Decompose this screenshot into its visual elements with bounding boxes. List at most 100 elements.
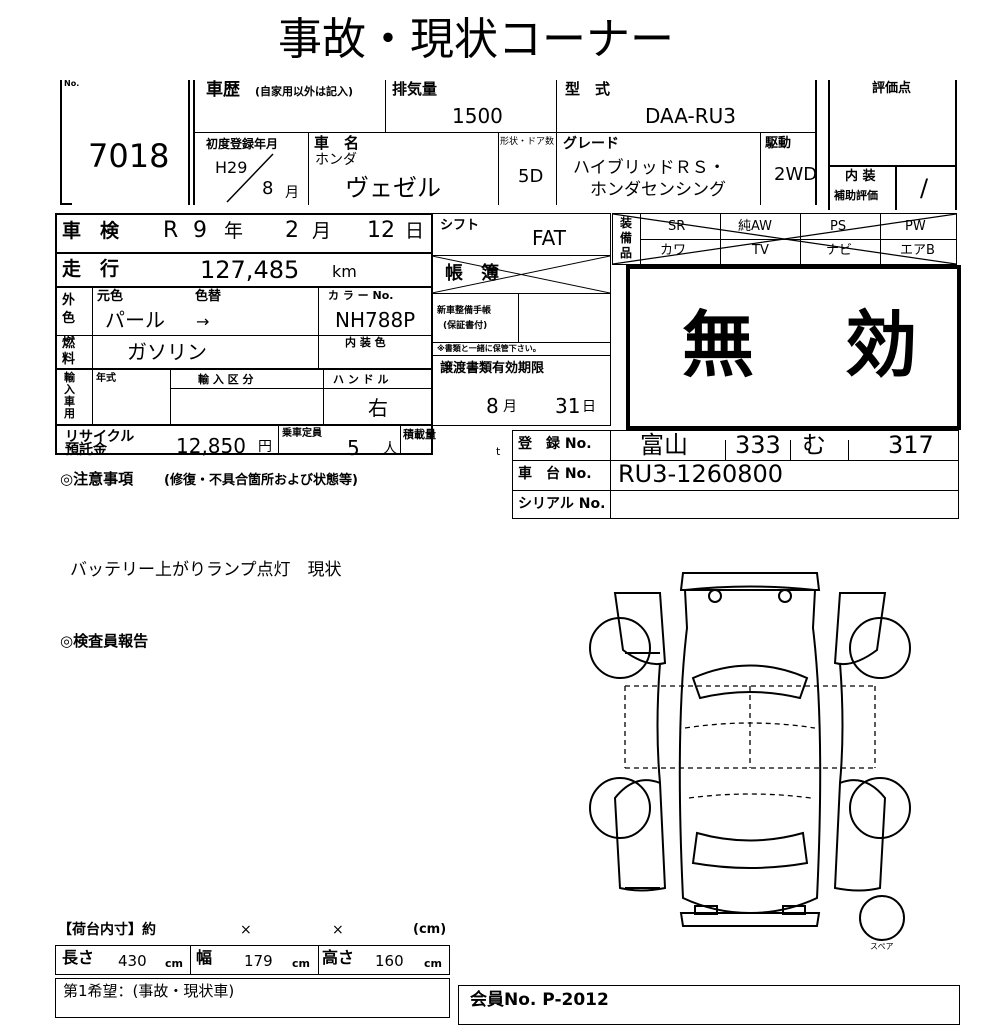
model-value: DAA-RU3 bbox=[645, 104, 737, 128]
displacement-label: 排気量 bbox=[392, 80, 438, 98]
page-title: 事故・現状コーナー bbox=[278, 14, 674, 65]
serial-label: シリアル No. bbox=[518, 496, 606, 512]
drive-label: 駆動 bbox=[765, 136, 792, 151]
equip-airbag: エアB bbox=[900, 243, 935, 258]
ledger-cross bbox=[432, 256, 610, 293]
warranty-sub-label: (保証書付) bbox=[443, 321, 488, 331]
slash-mark bbox=[226, 153, 274, 203]
grade-line2: ホンダセンシング bbox=[590, 180, 726, 200]
notes-heading: ◎注意事項 bbox=[60, 470, 134, 488]
inspection-month: 2 bbox=[285, 218, 299, 243]
capacity-label: 乗車定員 bbox=[282, 428, 322, 439]
inspection-label: 車 検 bbox=[62, 220, 120, 242]
doc-expiry-month-unit: 月 bbox=[503, 399, 517, 415]
chassis-label: 車 台 No. bbox=[518, 466, 592, 482]
inspection-day-unit: 日 bbox=[405, 220, 425, 242]
plate-kana: む bbox=[802, 431, 826, 459]
recycle-unit: 円 bbox=[258, 439, 272, 455]
color-code-label: カ ラ ー No. bbox=[328, 289, 394, 302]
void-stamp: 無 効 bbox=[626, 265, 961, 430]
cargo-x2: × bbox=[332, 922, 344, 938]
doc-expiry-day: 31 bbox=[555, 394, 581, 418]
notes-text: バッテリー上がりランプ点灯 現状 bbox=[70, 560, 342, 580]
doors-value: 5D bbox=[518, 166, 544, 187]
fuel-label: 燃料 bbox=[62, 336, 76, 367]
score-label: 評価点 bbox=[872, 81, 912, 96]
equipment-label: 装備品 bbox=[620, 216, 633, 260]
equip-pw: PW bbox=[905, 219, 926, 234]
first-reg-label: 初度登録年月 bbox=[206, 137, 279, 151]
color-arrow: → bbox=[196, 312, 210, 331]
interior-color-label: 内 装 色 bbox=[345, 336, 386, 349]
recycle-value: 12,850 bbox=[176, 434, 246, 458]
capacity-value: 5 bbox=[347, 436, 360, 460]
plate-class: 333 bbox=[735, 431, 781, 459]
cargo-x1: × bbox=[240, 922, 252, 938]
grade-label: グレード bbox=[563, 136, 619, 152]
wish-text: 第1希望：(事故・現状車) bbox=[63, 982, 235, 1000]
equip-ps: PS bbox=[830, 219, 847, 234]
color-side-label: 外色 bbox=[62, 293, 76, 326]
length-value: 430 bbox=[118, 952, 147, 970]
no-label: No. bbox=[64, 79, 80, 88]
grade-line1: ハイブリッドＲＳ・ bbox=[573, 158, 726, 178]
import-class-label: 輸 入 区 分 bbox=[198, 373, 254, 386]
inspector-heading: ◎検査員報告 bbox=[60, 632, 149, 650]
width-unit: cm bbox=[292, 957, 310, 970]
car-name-value: ヴェゼル bbox=[345, 174, 441, 202]
load-unit: t bbox=[496, 445, 501, 458]
interior-label: 内 装 bbox=[845, 169, 876, 184]
plate-region: 富山 bbox=[640, 431, 688, 459]
equipment-cross bbox=[613, 214, 956, 264]
member-number: 会員No. P-2012 bbox=[470, 990, 609, 1010]
color-code-value: NH788P bbox=[335, 308, 416, 332]
car-name-label: 車 名 bbox=[314, 134, 360, 152]
car-maker: ホンダ bbox=[315, 152, 357, 168]
interior-value: / bbox=[920, 174, 929, 202]
height-unit: cm bbox=[424, 957, 442, 970]
interior-sub-label: 補助評価 bbox=[834, 189, 878, 202]
void-stamp-text-2: 効 bbox=[845, 303, 918, 387]
color-orig-label: 元色 bbox=[97, 289, 124, 304]
inspection-era: R bbox=[163, 218, 179, 243]
import-year-label: 年式 bbox=[96, 373, 116, 384]
doc-expiry-day-unit: 日 bbox=[582, 399, 596, 415]
import-label: 輸入車用 bbox=[64, 371, 75, 420]
model-label: 型 式 bbox=[565, 80, 611, 98]
equip-aw: 純AW bbox=[738, 219, 773, 234]
chassis-value: RU3-1260800 bbox=[618, 460, 784, 488]
mileage-label: 走 行 bbox=[62, 258, 120, 280]
cargo-heading: 【荷台内寸】約 bbox=[58, 922, 156, 938]
mileage-value: 127,485 bbox=[200, 256, 300, 284]
history-label: 車歴 bbox=[206, 80, 240, 100]
load-label: 積載量 bbox=[403, 428, 436, 441]
recycle-label-2: 預託金 bbox=[65, 442, 107, 458]
first-reg-year: H29 bbox=[215, 158, 248, 177]
width-label: 幅 bbox=[196, 948, 213, 967]
cargo-unit: (cm) bbox=[413, 922, 447, 937]
first-reg-month-unit: 月 bbox=[285, 185, 299, 201]
shift-label: シフト bbox=[440, 218, 480, 233]
color-change-label: 色替 bbox=[195, 289, 222, 304]
length-label: 長さ bbox=[62, 948, 95, 967]
color-orig-value: パール bbox=[105, 308, 165, 332]
capacity-unit: 人 bbox=[383, 441, 397, 457]
lot-number: 7018 bbox=[88, 137, 170, 175]
car-diagram bbox=[589, 572, 911, 941]
doors-label: 形状・ドア数 bbox=[500, 137, 555, 147]
warranty-note: ※書類と一緒に保管下さい。 bbox=[437, 344, 541, 353]
spare-label: スペア bbox=[870, 942, 894, 951]
recycle-label: リサイクル bbox=[65, 429, 135, 445]
shift-value: FAT bbox=[532, 226, 567, 250]
drive-value: 2WD bbox=[774, 164, 818, 185]
handle-label: ハ ン ド ル bbox=[333, 373, 389, 386]
ledger-label: 帳 簿 bbox=[445, 263, 499, 284]
height-value: 160 bbox=[375, 952, 404, 970]
registration-label: 登 録 No. bbox=[518, 436, 592, 452]
first-reg-month: 8 bbox=[262, 178, 274, 199]
inspection-month-unit: 月 bbox=[312, 220, 332, 242]
equip-navi: ナビ bbox=[826, 243, 853, 258]
notes-heading-sub: (修復・不具合箇所および状態等) bbox=[164, 473, 358, 488]
inspection-year: 9 bbox=[193, 218, 207, 243]
equip-tv: TV bbox=[752, 243, 769, 258]
